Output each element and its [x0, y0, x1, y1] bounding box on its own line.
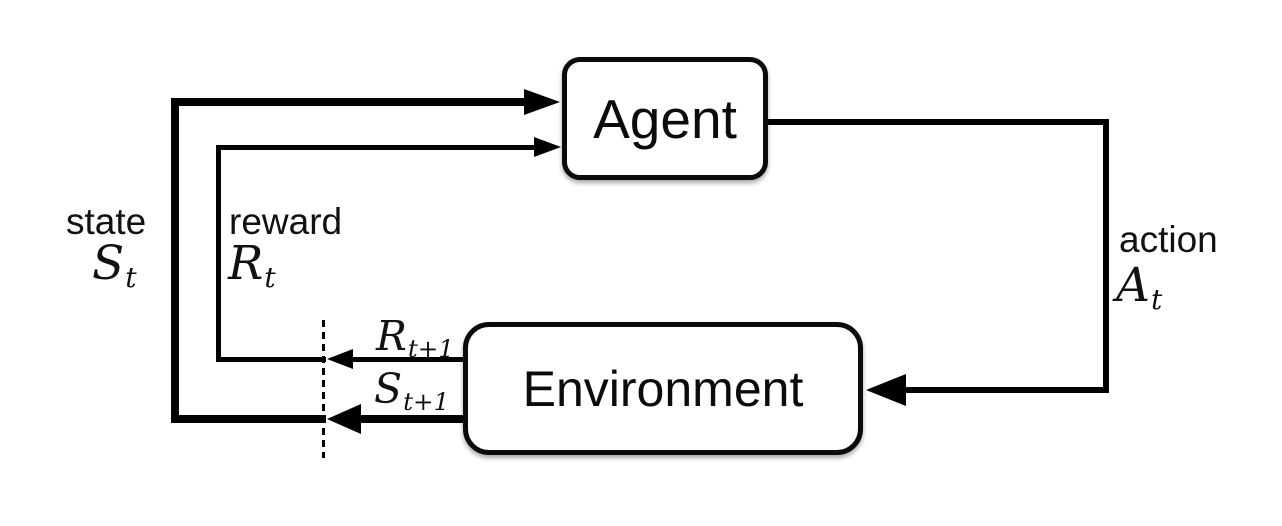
environment-label: Environment	[522, 360, 804, 417]
state-symbol: S	[92, 236, 125, 291]
state-arrowhead-icon	[524, 89, 560, 115]
next-state-line	[360, 415, 465, 423]
reward-subscript: t	[264, 260, 276, 294]
state-symbol-label: St	[92, 240, 137, 292]
next-reward-arrowhead-icon	[327, 349, 353, 369]
action-word-label: action	[1119, 219, 1218, 260]
reward-line-top	[216, 145, 534, 150]
action-arrowhead-icon	[866, 374, 906, 406]
next-state-symbol: S	[374, 365, 403, 413]
next-state-label: St+1	[374, 369, 449, 414]
reward-word-label: reward	[229, 201, 343, 242]
action-line-bottom	[904, 387, 1109, 393]
action-symbol: A	[1116, 258, 1150, 313]
time-step-divider	[322, 320, 325, 458]
state-word-label: state	[66, 201, 147, 242]
state-subscript: t	[125, 260, 137, 294]
next-reward-subscript: t+1	[407, 333, 455, 363]
next-reward-label: Rt+1	[376, 316, 454, 361]
next-reward-line	[352, 357, 465, 362]
action-line-right	[1103, 119, 1109, 393]
state-line-bottom	[171, 415, 326, 423]
action-symbol-label: At	[1116, 262, 1162, 314]
next-reward-symbol: R	[376, 312, 407, 360]
action-line-top	[763, 119, 1109, 125]
reward-line-left	[216, 145, 221, 361]
agent-node: Agent	[562, 57, 768, 180]
reward-line-bottom	[216, 357, 326, 362]
reward-symbol-label: Rt	[228, 240, 276, 292]
environment-node: Environment	[463, 322, 863, 455]
state-line-left	[171, 98, 179, 423]
next-state-arrowhead-icon	[327, 404, 361, 434]
agent-label: Agent	[593, 87, 737, 150]
action-subscript: t	[1150, 282, 1163, 316]
reward-arrowhead-icon	[534, 137, 561, 157]
next-state-subscript: t+1	[403, 386, 450, 416]
state-line-top	[171, 98, 526, 106]
reward-symbol: R	[228, 236, 264, 291]
